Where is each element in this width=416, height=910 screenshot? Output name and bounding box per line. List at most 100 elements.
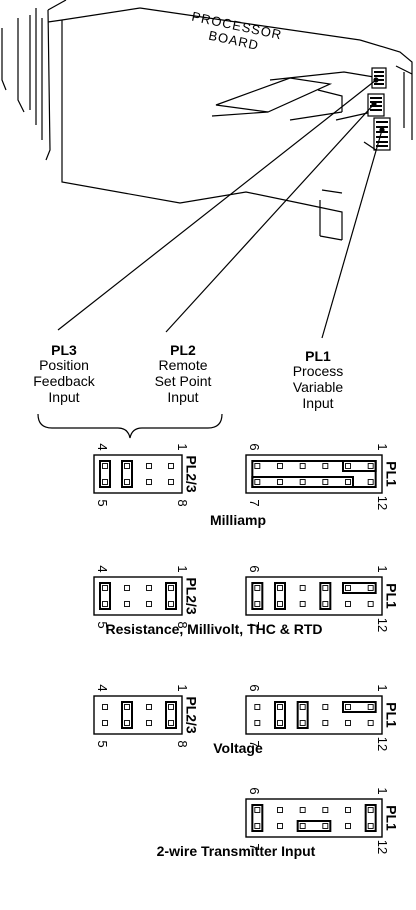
leader-line-pl1 — [321, 129, 383, 339]
pin — [322, 463, 329, 469]
pin — [322, 823, 329, 829]
pin — [124, 585, 130, 591]
pin — [299, 601, 306, 607]
pin-number-top-left: 6 — [247, 443, 262, 450]
jumper-link — [296, 820, 332, 832]
pin — [277, 585, 283, 591]
pin — [254, 704, 261, 710]
connector-label-pl1: PL1 — [383, 461, 399, 487]
pin-number-top-left: 4 — [95, 565, 110, 572]
connector-pl23-1: 4 1 5 8 PL2/3 — [93, 565, 199, 629]
jumper-link — [364, 804, 377, 832]
pin — [254, 585, 261, 591]
pin — [322, 479, 329, 485]
configuration-caption: Resistance, Millivolt, THC & RTD — [105, 621, 322, 637]
connector-label-pl23: PL2/3 — [183, 455, 199, 493]
pin — [345, 807, 351, 813]
pin — [322, 585, 329, 591]
pin-number-bottom-right: 12 — [375, 496, 390, 510]
pin — [345, 585, 351, 591]
pin-number-bottom-left: 7 — [247, 843, 262, 850]
pin — [102, 585, 108, 591]
pin — [345, 463, 351, 469]
pl3-line-2: Feedback — [33, 373, 95, 389]
pin — [299, 585, 306, 591]
pin-number-top-right: 1 — [375, 684, 390, 691]
pin — [299, 823, 306, 829]
pin — [367, 807, 374, 813]
pin-number-bottom-left: 5 — [95, 621, 110, 628]
pl1-line-3: Input — [302, 395, 333, 411]
pin — [277, 807, 283, 813]
pin — [102, 601, 108, 607]
pl2-line-3: Input — [167, 389, 198, 405]
jumper-link — [251, 582, 264, 610]
pin — [146, 479, 152, 485]
pin — [345, 720, 351, 726]
configuration-caption: Milliamp — [210, 512, 266, 528]
input-label-pl1: PL1 Process Variable Input — [293, 348, 344, 411]
pin-number-bottom-right: 12 — [375, 737, 390, 751]
pin — [146, 463, 152, 469]
pin — [146, 720, 152, 726]
pin — [277, 704, 283, 710]
pin — [367, 720, 374, 726]
pin-number-top-left: 6 — [247, 684, 262, 691]
pl3-tag: PL3 — [51, 342, 77, 358]
pin-number-bottom-right: 12 — [375, 840, 390, 854]
jumper-link — [121, 460, 133, 488]
board-label: PROCESSOR BOARD — [190, 9, 283, 53]
pin-number-bottom-left: 7 — [247, 621, 262, 628]
pin-number-top-left: 4 — [95, 684, 110, 691]
jumper-link — [251, 804, 264, 832]
configuration-caption: 2-wire Transmitter Input — [157, 843, 316, 859]
pin — [254, 823, 261, 829]
pin — [322, 807, 329, 813]
pin — [367, 601, 374, 607]
pin-number-bottom-left: 5 — [95, 499, 110, 506]
pin-number-top-right: 1 — [175, 565, 190, 572]
pin — [322, 720, 329, 726]
pin — [367, 823, 374, 829]
pin — [367, 585, 374, 591]
pin — [168, 479, 174, 485]
pin — [168, 601, 174, 607]
pin — [322, 601, 329, 607]
pin — [102, 704, 108, 710]
pin — [367, 463, 374, 469]
jumper-link — [342, 701, 377, 713]
pin — [299, 463, 306, 469]
jumper-link — [342, 582, 377, 594]
connector-label-pl23: PL2/3 — [183, 577, 199, 615]
pin-number-top-right: 1 — [175, 684, 190, 691]
pin — [277, 823, 283, 829]
pin — [277, 720, 283, 726]
pin-number-bottom-left: 5 — [95, 740, 110, 747]
pl3-line-1: Position — [39, 357, 89, 373]
pin — [277, 463, 283, 469]
jumper-link — [99, 582, 111, 610]
pin — [254, 601, 261, 607]
pin — [124, 704, 130, 710]
connector-label-pl1: PL1 — [383, 583, 399, 609]
connector-label-pl23: PL2/3 — [183, 696, 199, 734]
leader-line-pl3 — [57, 79, 377, 331]
jumper-link — [99, 460, 111, 488]
pl2-line-2: Set Point — [155, 373, 212, 389]
pin-number-bottom-right: 8 — [175, 621, 190, 628]
pl2-line-1: Remote — [158, 357, 207, 373]
pin — [146, 704, 152, 710]
jumper-link — [296, 701, 309, 729]
board-connector-pl3 — [371, 67, 387, 89]
jumper-link — [121, 701, 133, 729]
input-label-pl3: PL3 Position Feedback Input — [33, 342, 95, 405]
pin-number-bottom-right: 8 — [175, 499, 190, 506]
